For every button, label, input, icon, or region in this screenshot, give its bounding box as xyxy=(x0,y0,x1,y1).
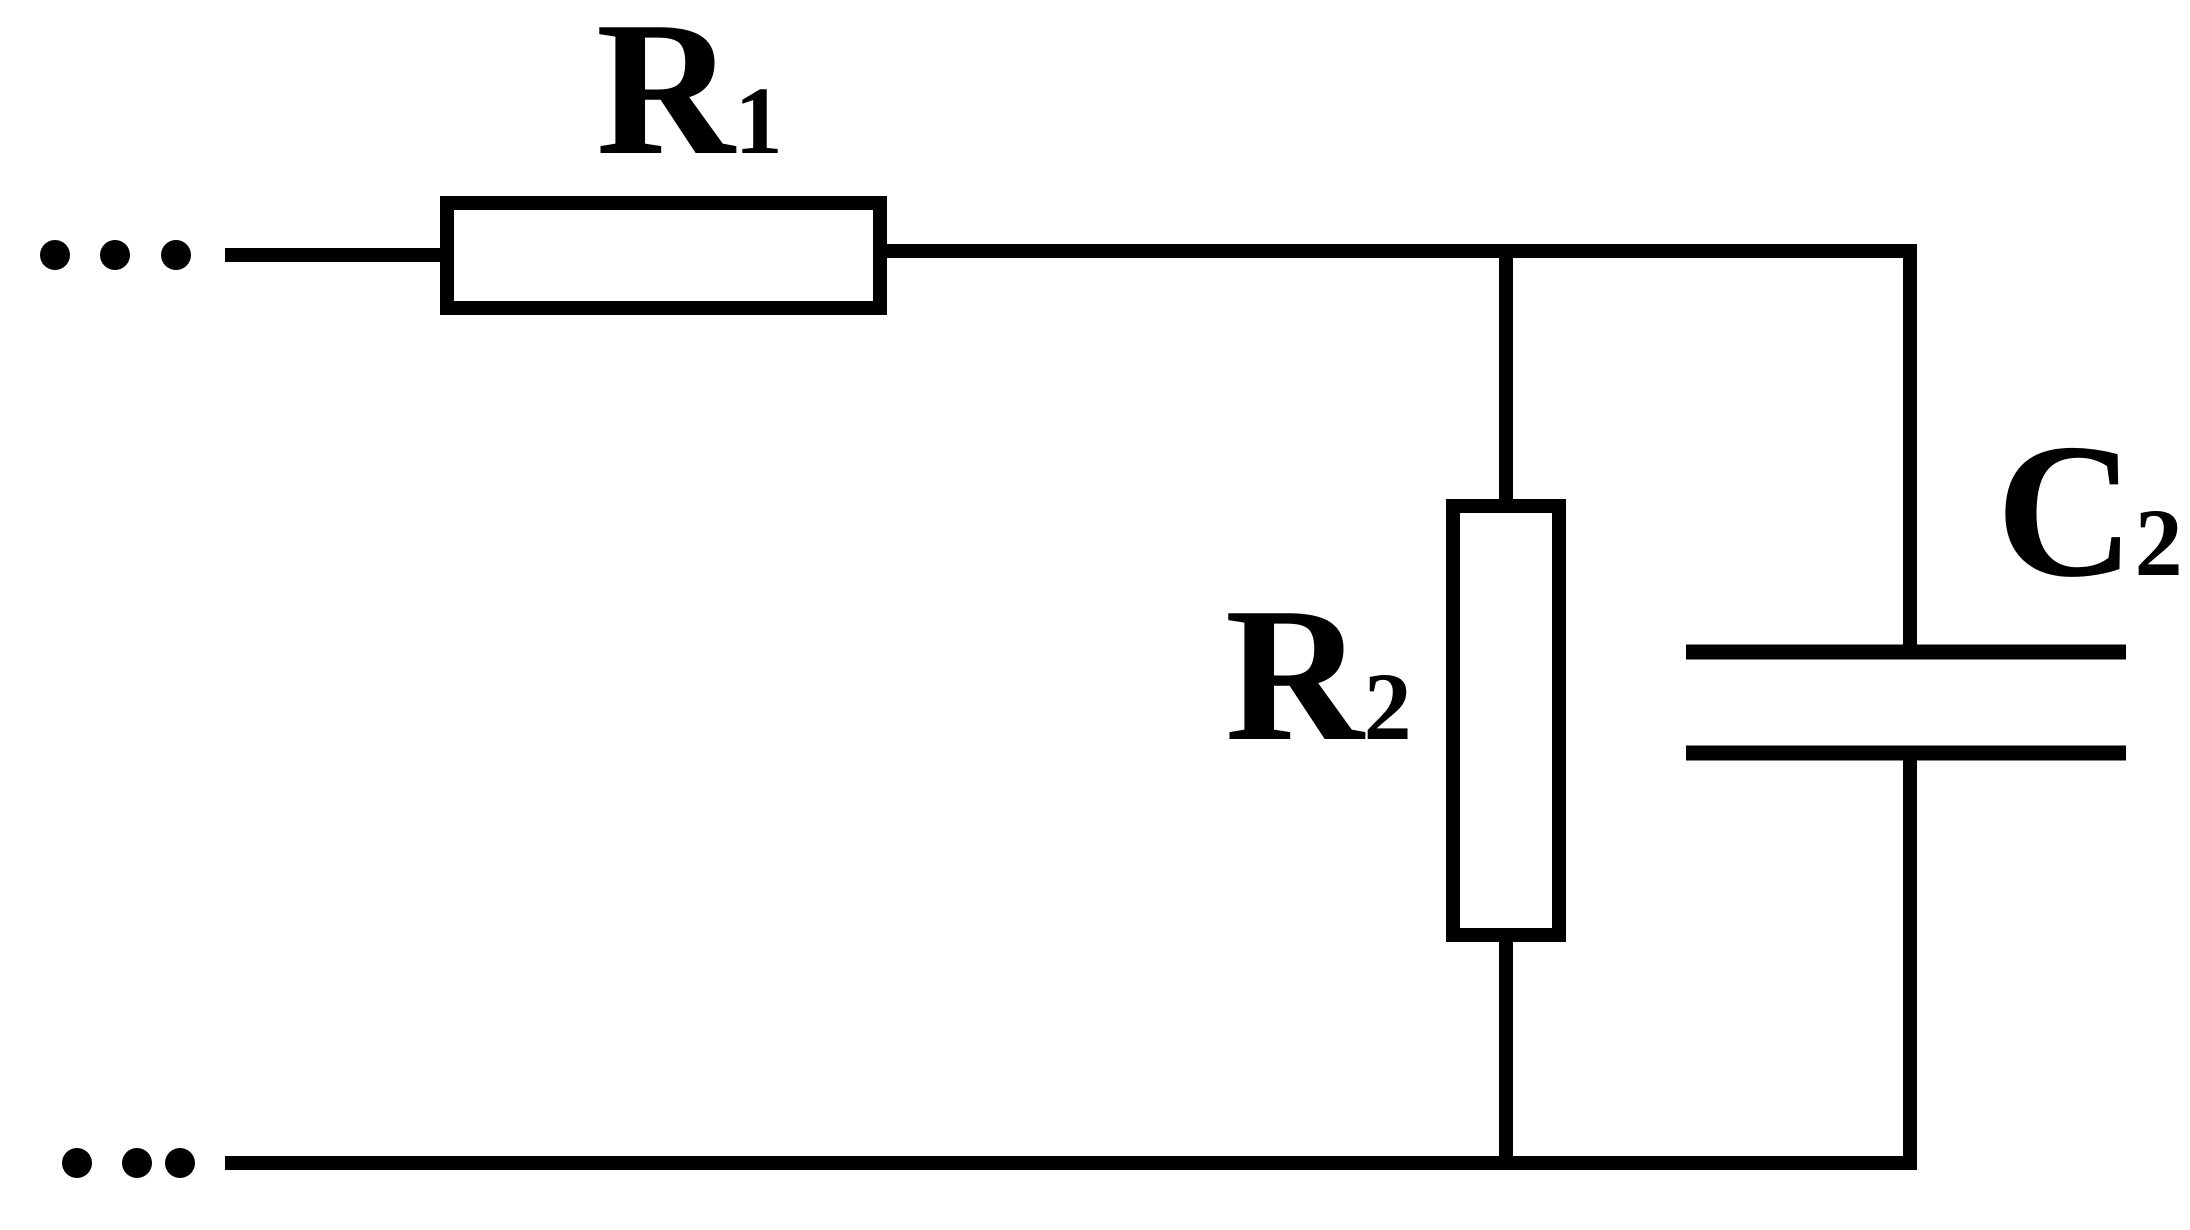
bottom-wire xyxy=(225,760,1917,1170)
resistor-r2 xyxy=(1446,499,1566,942)
label-r2-symbol: R xyxy=(1225,568,1366,781)
top-continuation-dots xyxy=(40,240,191,270)
label-r1-subscript: 1 xyxy=(735,67,783,174)
label-r2: R2 xyxy=(1225,568,1412,781)
label-c2: C2 xyxy=(1996,404,2183,617)
resistor-r1 xyxy=(440,196,887,315)
label-c2-symbol: C xyxy=(1996,404,2135,617)
label-r1: R1 xyxy=(596,0,783,195)
label-c2-subscript: 2 xyxy=(2135,489,2183,596)
label-r2-subscript: 2 xyxy=(1364,653,1412,760)
bottom-continuation-dots xyxy=(62,1148,195,1178)
top-wire-right xyxy=(880,244,1917,652)
label-r1-symbol: R xyxy=(596,0,737,195)
